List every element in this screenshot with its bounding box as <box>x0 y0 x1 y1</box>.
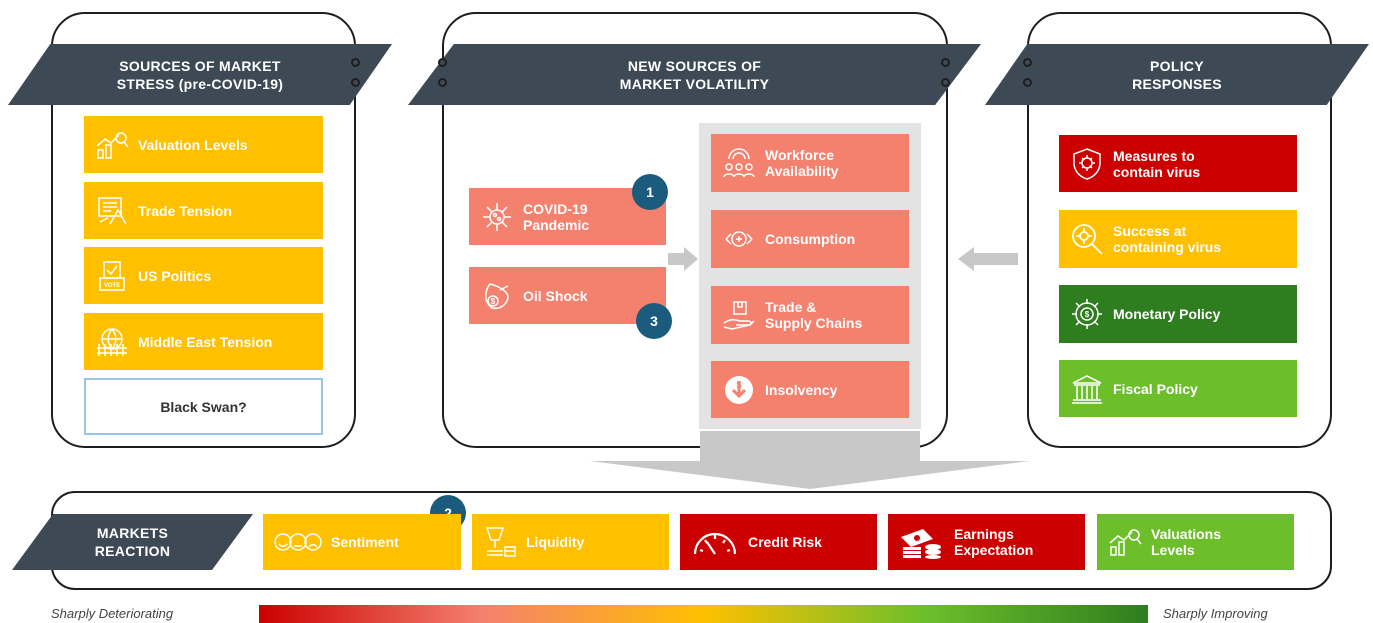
vote-box-icon: VOTE <box>94 258 130 294</box>
svg-text:$: $ <box>736 380 741 390</box>
policy-fiscal-policy: Fiscal Policy <box>1059 360 1297 417</box>
step-badge-1: 1 <box>632 174 668 210</box>
supply-chain-icon <box>721 297 757 333</box>
valuation-chart-icon <box>1107 524 1143 560</box>
oil-barrel-icon: $ <box>479 278 515 314</box>
effect-consumption: Consumption <box>711 210 909 268</box>
magnifier-virus-icon <box>1069 221 1105 257</box>
reaction-label-line2: Levels <box>1151 542 1195 558</box>
binder-ring <box>351 58 360 67</box>
scale-left-label: Sharply Deteriorating <box>51 606 174 621</box>
binder-ring <box>941 58 950 67</box>
stress-item-us-politics: VOTE US Politics <box>84 247 323 304</box>
reaction-sentiment: Sentiment <box>263 514 461 570</box>
reaction-label: Credit Risk <box>748 534 822 550</box>
bank-icon <box>1069 371 1105 407</box>
stress-item-label: US Politics <box>138 267 212 284</box>
effect-label: Insolvency <box>765 381 838 398</box>
consumption-icon <box>721 221 757 257</box>
stress-item-label: Trade Tension <box>138 202 232 219</box>
reaction-label-line1: Valuations <box>1151 526 1222 542</box>
driver-oil-shock: $ Oil Shock <box>469 267 666 324</box>
insolvency-icon: $ <box>721 372 757 408</box>
stress-item-valuation-levels: Valuation Levels <box>84 116 323 173</box>
effect-label-line1: Workforce <box>765 147 834 163</box>
black-swan-label: Black Swan? <box>160 398 247 415</box>
effect-trade-supply-chains: Trade &Supply Chains <box>711 286 909 344</box>
black-swan-box: Black Swan? <box>84 378 323 435</box>
binder-ring <box>438 78 447 87</box>
valuation-chart-icon <box>94 127 130 163</box>
effect-label-line1: Trade & <box>765 299 817 315</box>
reaction-liquidity: Liquidity <box>472 514 669 570</box>
effect-insolvency: $ Insolvency <box>711 361 909 418</box>
reaction-label: Sentiment <box>331 534 399 550</box>
step-badge-3: 3 <box>636 303 672 339</box>
svg-text:$: $ <box>491 297 496 306</box>
driver-label: Oil Shock <box>523 287 588 304</box>
virus-icon <box>479 199 515 235</box>
stress-item-trade-tension: Trade Tension <box>84 182 323 239</box>
binder-ring <box>351 78 360 87</box>
binder-ring <box>438 58 447 67</box>
reaction-label-line1: Earnings <box>954 526 1014 542</box>
binder-ring <box>941 78 950 87</box>
binder-ring <box>1023 78 1032 87</box>
policy-monetary-policy: $ Monetary Policy <box>1059 285 1297 343</box>
driver-label-line1: COVID-19 <box>523 200 588 217</box>
reaction-label: Liquidity <box>526 534 585 550</box>
scale-right-label: Sharply Improving <box>1163 606 1268 621</box>
svg-text:$: $ <box>1085 310 1090 319</box>
gauge-icon <box>690 524 740 560</box>
reaction-label-line2: Expectation <box>954 542 1034 558</box>
effect-label: Consumption <box>765 231 856 247</box>
arrow-right-icon <box>668 247 698 271</box>
trade-document-icon <box>94 193 130 229</box>
policy-label-line1: Measures to <box>1113 147 1195 164</box>
driver-label-line2: Pandemic <box>523 216 590 233</box>
money-stack-icon <box>898 524 946 560</box>
liquidity-icon <box>482 524 518 560</box>
stress-item-middle-east-tension: Middle East Tension <box>84 313 323 370</box>
stress-item-label: Valuation Levels <box>138 136 248 153</box>
policy-label: Fiscal Policy <box>1113 380 1198 397</box>
policy-label: Monetary Policy <box>1113 306 1221 322</box>
gear-coin-icon: $ <box>1069 296 1105 332</box>
shield-virus-icon <box>1069 146 1105 182</box>
globe-fence-icon <box>94 324 130 360</box>
reaction-credit-risk: Credit Risk <box>680 514 877 570</box>
effect-label-line2: Supply Chains <box>765 315 863 331</box>
arrow-down-icon <box>590 431 1030 489</box>
effect-label-line2: Availability <box>765 163 839 179</box>
scale-gradient-bar <box>259 605 1148 623</box>
faces-icon <box>273 524 323 560</box>
policy-label-line1: Success at <box>1113 223 1187 239</box>
policy-label-line2: containing virus <box>1113 239 1222 255</box>
svg-text:VOTE: VOTE <box>104 283 120 289</box>
policy-label-line2: contain virus <box>1113 163 1201 180</box>
workforce-icon <box>721 145 757 181</box>
binder-ring <box>1023 58 1032 67</box>
stress-item-label: Middle East Tension <box>138 333 273 350</box>
arrow-left-icon <box>958 247 1018 271</box>
